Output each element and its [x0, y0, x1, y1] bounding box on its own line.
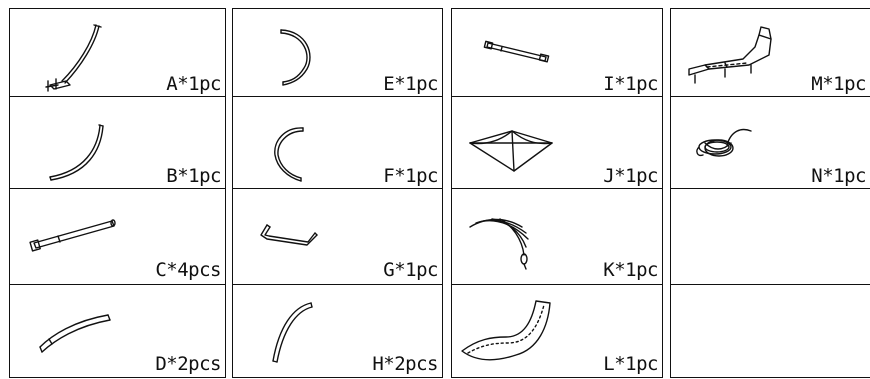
- part-label-l: L*1pc: [603, 353, 658, 375]
- spreader-bar-icon: [483, 40, 550, 63]
- part-cell-k: K*1pc: [452, 188, 662, 284]
- part-label-b: B*1pc: [166, 165, 221, 187]
- lounger-fabric-icon: [461, 300, 551, 361]
- parts-column-4: M*1pc N*1pc: [670, 8, 870, 378]
- straight-tube-icon: [29, 219, 116, 252]
- part-label-n: N*1pc: [811, 165, 866, 187]
- long-arc-tube-icon: [272, 302, 313, 363]
- canopy-icon: [469, 130, 553, 172]
- c-shaped-tube-icon: [274, 127, 304, 182]
- part-cell-l: L*1pc: [452, 284, 662, 379]
- part-cell-b: B*1pc: [10, 96, 225, 188]
- tassel-strings-icon: [469, 218, 529, 270]
- part-cell-f: F*1pc: [233, 96, 442, 188]
- empty-cell-2: [671, 284, 870, 379]
- part-cell-h: H*2pcs: [233, 284, 442, 379]
- part-cell-j: J*1pc: [452, 96, 662, 188]
- curved-tube-icon: [49, 124, 104, 181]
- part-cell-a: A*1pc: [10, 9, 225, 96]
- parts-column-3: I*1pc J*1pc K*1pc L*1pc: [451, 8, 663, 378]
- part-label-f: F*1pc: [383, 165, 438, 187]
- part-label-j: J*1pc: [603, 165, 658, 187]
- part-label-e: E*1pc: [383, 73, 438, 95]
- part-label-k: K*1pc: [603, 259, 658, 281]
- part-cell-d: D*2pcs: [10, 284, 225, 379]
- part-cell-n: N*1pc: [671, 96, 870, 188]
- part-cell-g: G*1pc: [233, 188, 442, 284]
- part-label-g: G*1pc: [383, 259, 438, 281]
- bent-tube-icon: [39, 314, 111, 353]
- rope-bundle-icon: [696, 128, 752, 157]
- part-label-h: H*2pcs: [372, 353, 438, 375]
- part-cell-i: I*1pc: [452, 9, 662, 96]
- part-label-m: M*1pc: [811, 73, 866, 95]
- part-cell-e: E*1pc: [233, 9, 442, 96]
- part-label-c: C*4pcs: [155, 259, 221, 281]
- parts-column-1: A*1pc B*1pc C*4pcs D*2pcs: [9, 8, 226, 378]
- u-shaped-handle-icon: [260, 224, 318, 246]
- semicircle-arc-tube-icon: [280, 29, 311, 86]
- parts-column-2: E*1pc F*1pc G*1pc H*2pcs: [232, 8, 443, 378]
- lounger-bed-icon: [688, 26, 772, 84]
- empty-cell-1: [671, 188, 870, 284]
- part-label-d: D*2pcs: [155, 353, 221, 375]
- curved-pole-with-base-icon: [45, 24, 102, 92]
- part-label-i: I*1pc: [603, 73, 658, 95]
- part-cell-c: C*4pcs: [10, 188, 225, 284]
- part-cell-m: M*1pc: [671, 9, 870, 96]
- part-label-a: A*1pc: [166, 73, 221, 95]
